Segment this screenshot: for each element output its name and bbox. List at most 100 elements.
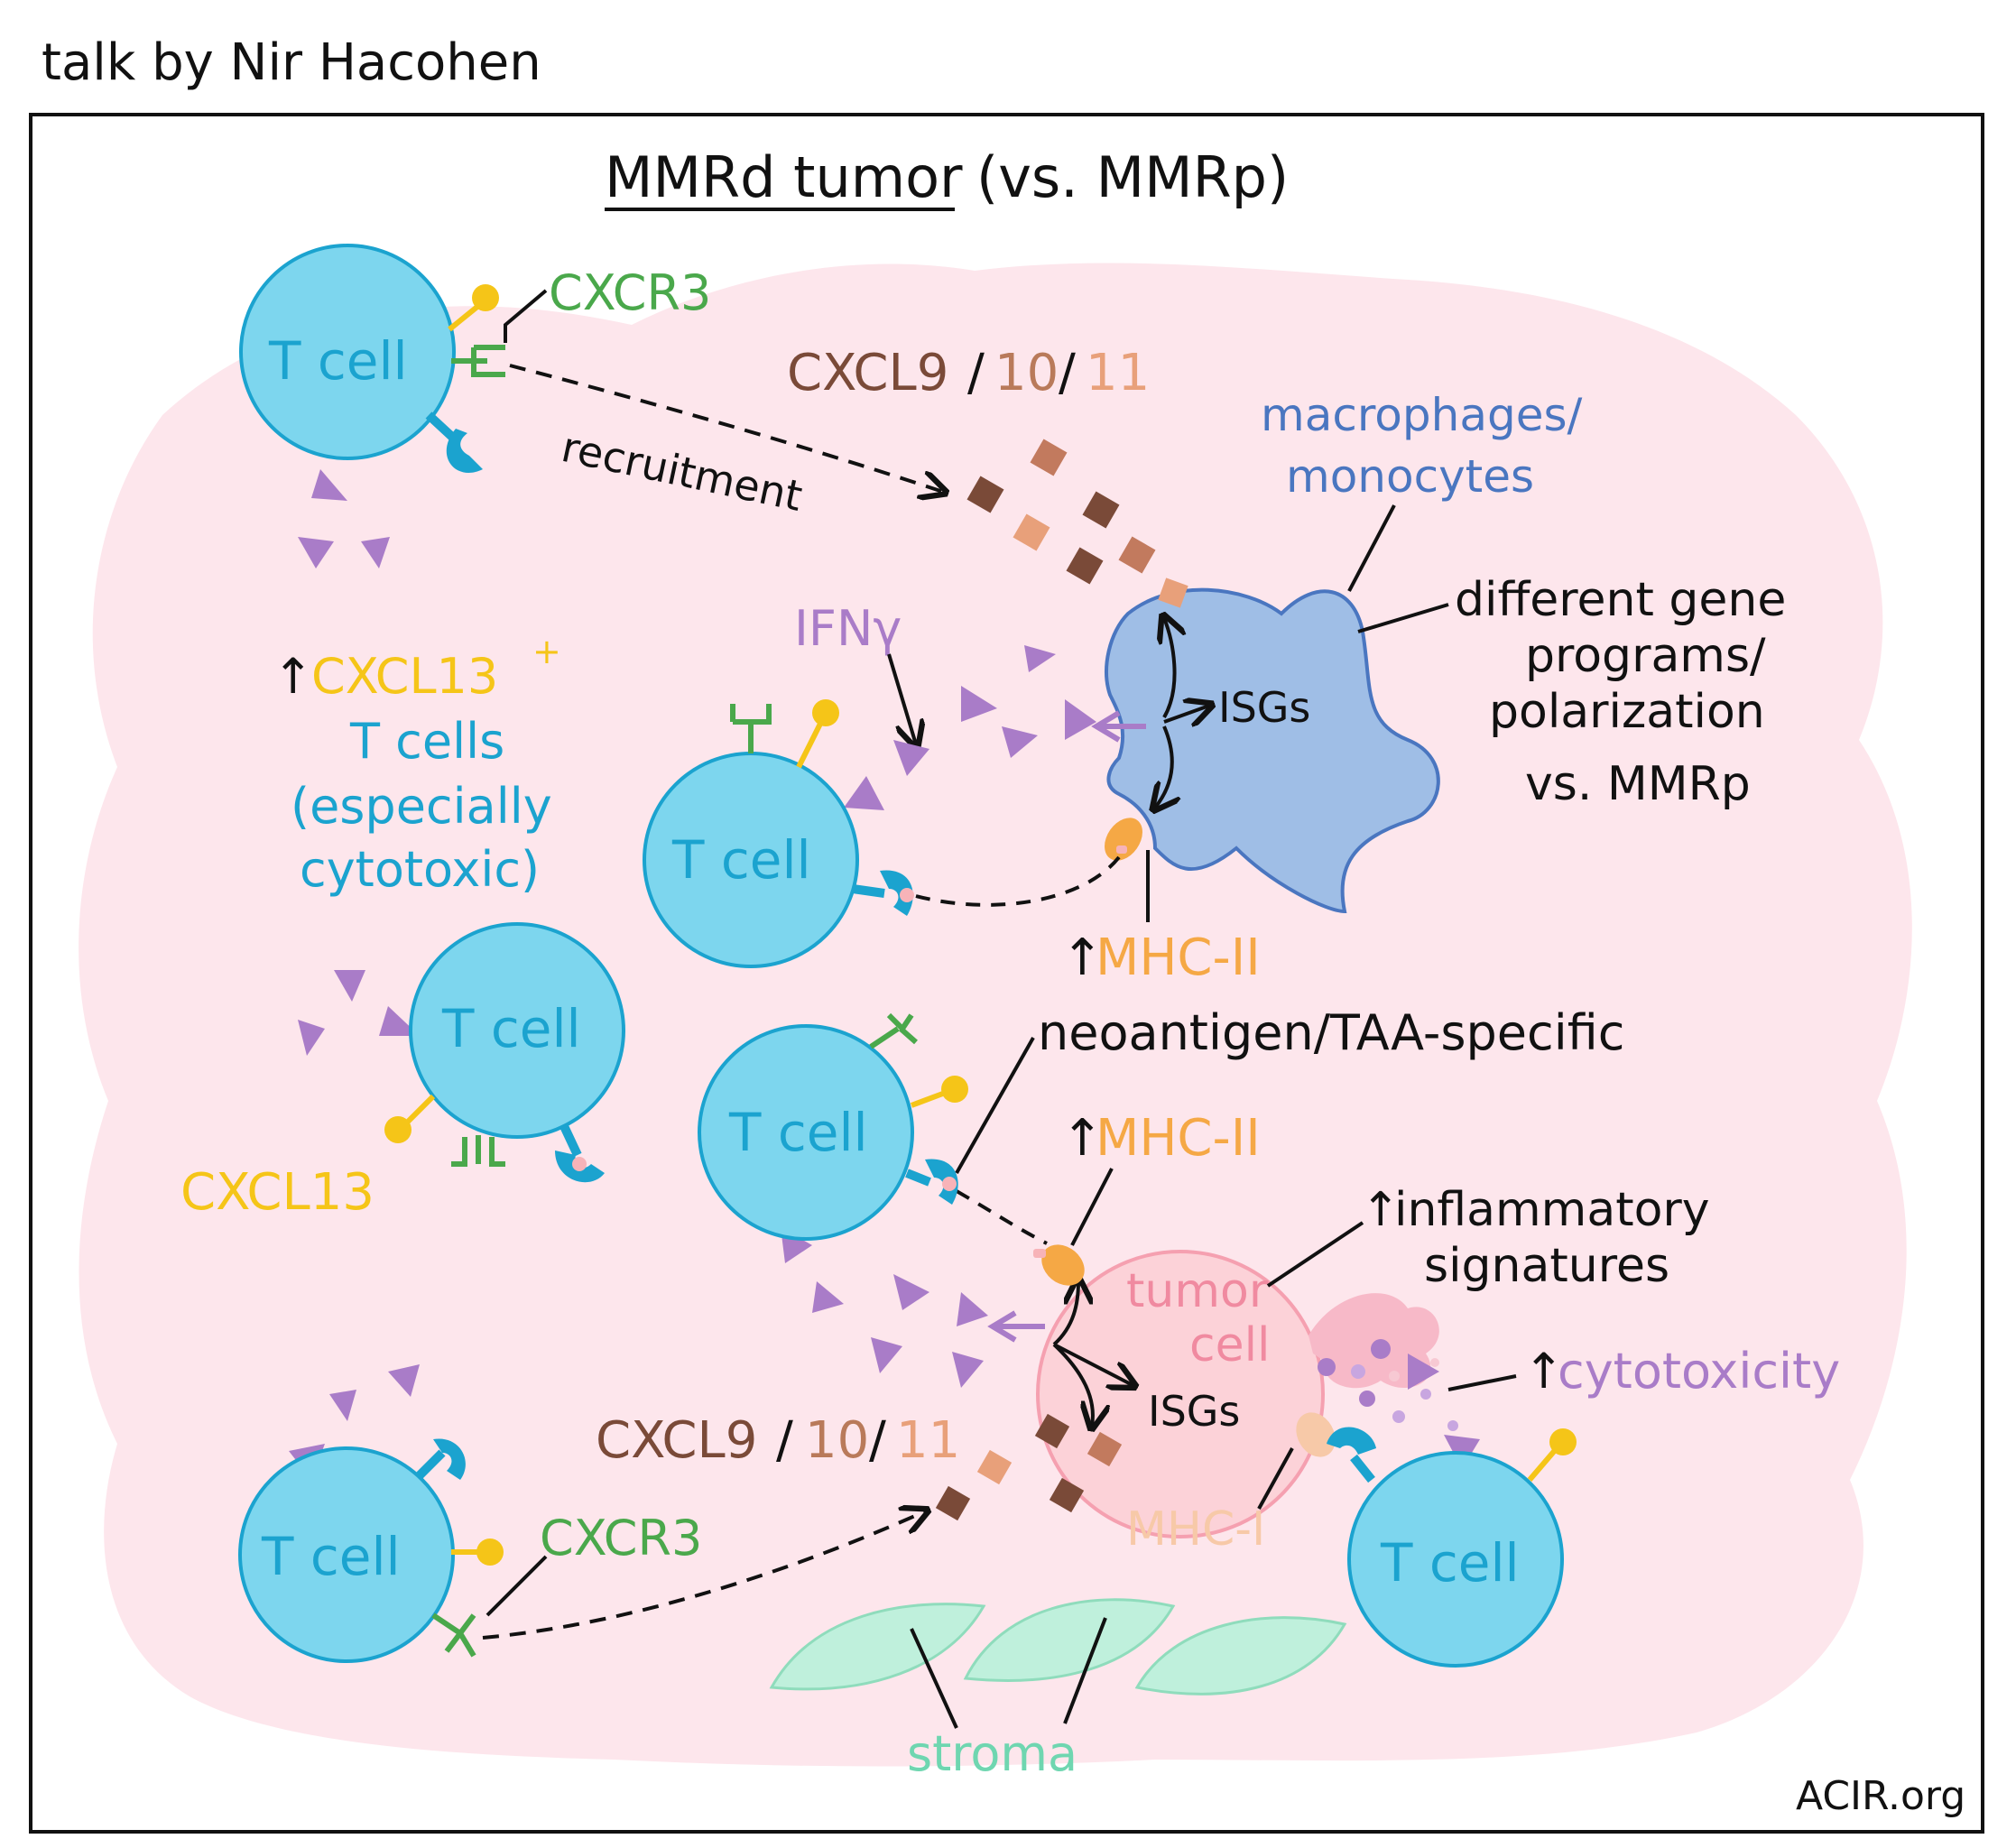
neoantigen-label: neoantigen/TAA-specific xyxy=(1038,1004,1624,1061)
cxcl13-label: CXCL13 xyxy=(180,1163,375,1222)
svg-text:CXCL9: CXCL9 xyxy=(596,1411,757,1470)
isg-arrow-up xyxy=(1164,618,1175,718)
gene-programs-label-3: polarization xyxy=(1489,685,1765,739)
tumor-isg-arrow-right xyxy=(1053,1343,1133,1385)
ifng-receptor-tumor xyxy=(987,1310,1045,1343)
gene-programs-label-4: vs. MMRp xyxy=(1525,757,1751,811)
mhc1-tumor xyxy=(1296,1412,1336,1457)
t-cell-4 xyxy=(698,1012,968,1241)
svg-text:↑: ↑ xyxy=(1061,929,1104,987)
mhc2-label-top: ↑ MHC-II xyxy=(1061,929,1261,987)
isg-arrow-right xyxy=(1163,706,1209,722)
ifng-label: IFNγ xyxy=(794,600,902,657)
chemokine-label-bottom: CXCL9 / 10 / 11 xyxy=(596,1411,960,1470)
diagram-title: MMRd tumor xyxy=(605,144,963,210)
inflammatory-pointer xyxy=(1266,1221,1364,1288)
inflammatory-label: ↑ inflammatory signatures xyxy=(1361,1183,1710,1293)
svg-text:CXCL13: CXCL13 xyxy=(311,648,498,705)
cxcr3-label-top: CXCR3 xyxy=(549,264,711,321)
antigen-presentation-dash-mid xyxy=(956,1189,1048,1245)
antigen-presentation-dash-top xyxy=(915,855,1121,907)
t-cell-4-label: T cell xyxy=(728,1102,868,1163)
macrophages-label-1: macrophages/ xyxy=(1261,389,1583,441)
svg-text:inflammatory: inflammatory xyxy=(1394,1183,1710,1237)
svg-text:signatures: signatures xyxy=(1424,1239,1669,1293)
stroma-pointer-1 xyxy=(910,1628,958,1729)
source-label: ACIR.org xyxy=(1796,1773,1965,1819)
recruitment-arrow-top xyxy=(509,364,943,492)
gene-programs-label-2: programs/ xyxy=(1525,629,1766,683)
svg-text:cytotoxic): cytotoxic) xyxy=(300,841,540,898)
macrophage-pointer xyxy=(1347,504,1396,592)
t-cell-1-label: T cell xyxy=(268,330,408,392)
svg-text:↑: ↑ xyxy=(1361,1183,1401,1237)
recruitment-arrow-bottom xyxy=(482,1511,925,1640)
t-cell-1 xyxy=(239,244,505,473)
t-cell-3-label: T cell xyxy=(441,998,581,1059)
chemokine-cluster-top xyxy=(966,439,1156,585)
svg-text:↑: ↑ xyxy=(273,648,313,705)
t-cell-2-label: T cell xyxy=(671,829,811,891)
cxcr3-pointer-top xyxy=(504,289,548,343)
svg-text:MHC-II: MHC-II xyxy=(1096,929,1261,987)
svg-text:/: / xyxy=(967,344,985,402)
macrophage-isgs-label: ISGs xyxy=(1218,683,1310,732)
cxcr3-pointer-bottom xyxy=(486,1555,548,1617)
tumor-isgs-label: ISGs xyxy=(1148,1387,1240,1436)
cytotoxicity-pointer xyxy=(1447,1374,1517,1391)
mhc2-pointer-mid xyxy=(1070,1168,1114,1246)
svg-text:T cells: T cells xyxy=(349,713,504,770)
author-credit: talk by Nir Hacohen xyxy=(42,33,541,92)
mhc1-label: MHC-I xyxy=(1126,1502,1265,1557)
cxcl13-tcell-label: ↑ CXCL13 + T cells (especially cytotoxic… xyxy=(273,632,561,898)
t-cell-2 xyxy=(643,699,914,968)
t-cell-6-label: T cell xyxy=(1380,1532,1520,1594)
stroma-label: stroma xyxy=(907,1725,1077,1782)
svg-text:11: 11 xyxy=(1086,344,1150,402)
svg-text:↑: ↑ xyxy=(1061,1109,1104,1168)
svg-text:+: + xyxy=(532,632,561,671)
svg-text:(especially: (especially xyxy=(291,778,552,835)
svg-text:CXCL9: CXCL9 xyxy=(787,344,948,402)
macrophage-cell xyxy=(1105,587,1440,914)
cytotoxicity-label: ↑ cytotoxicity xyxy=(1523,1343,1840,1400)
svg-text:/: / xyxy=(1059,344,1076,402)
macrophages-label-2: monocytes xyxy=(1286,450,1534,503)
tumor-isg-arrow-up xyxy=(1052,1281,1078,1346)
gene-programs-pointer xyxy=(1357,603,1449,633)
tumor-microenvironment-background xyxy=(79,263,1912,1767)
svg-text:10: 10 xyxy=(805,1411,869,1470)
tumor-lysis-burst xyxy=(1309,1293,1458,1431)
stroma-cells xyxy=(769,1598,1347,1696)
svg-text:10: 10 xyxy=(994,344,1059,402)
t-cell-6 xyxy=(1327,1427,1577,1668)
svg-text:/: / xyxy=(776,1411,793,1470)
t-cell-5-label: T cell xyxy=(261,1526,401,1587)
neoantigen-pointer xyxy=(955,1037,1035,1174)
cxcr3-label-bottom: CXCR3 xyxy=(540,1510,702,1566)
mhc2-antigen-tumor xyxy=(1033,1249,1046,1258)
gene-programs-label-1: different gene xyxy=(1455,573,1786,627)
svg-text:↑: ↑ xyxy=(1523,1343,1564,1400)
tumor-cell-label-1: tumor xyxy=(1126,1264,1269,1318)
svg-text:cytotoxicity: cytotoxicity xyxy=(1558,1343,1840,1400)
mhc2-antigen-macrophage xyxy=(1116,845,1127,854)
mhc1-pointer xyxy=(1257,1447,1294,1510)
mhc2-tumor xyxy=(1041,1244,1085,1286)
isg-arrow-down xyxy=(1155,725,1172,808)
tumor-isg-arrow-down xyxy=(1052,1343,1093,1426)
chemokine-dot-mac xyxy=(1158,578,1188,608)
svg-text:MHC-II: MHC-II xyxy=(1096,1109,1261,1168)
ifng-receptor-macrophage xyxy=(1091,710,1146,743)
svg-text:11: 11 xyxy=(896,1411,960,1470)
t-cell-5 xyxy=(238,1438,504,1663)
t-cell-3 xyxy=(384,922,625,1183)
chemokine-cluster-bottom xyxy=(935,1413,1123,1521)
ifng-pointer xyxy=(887,653,916,744)
tumor-cell-label-2: cell xyxy=(1189,1318,1270,1372)
diagram-subtitle: (vs. MMRp) xyxy=(976,144,1289,210)
mhc2-label-mid: ↑ MHC-II xyxy=(1061,1109,1261,1168)
mhc2-macrophage xyxy=(1105,818,1142,861)
chemokine-label-top: CXCL9 / 10 / 11 xyxy=(787,344,1150,402)
